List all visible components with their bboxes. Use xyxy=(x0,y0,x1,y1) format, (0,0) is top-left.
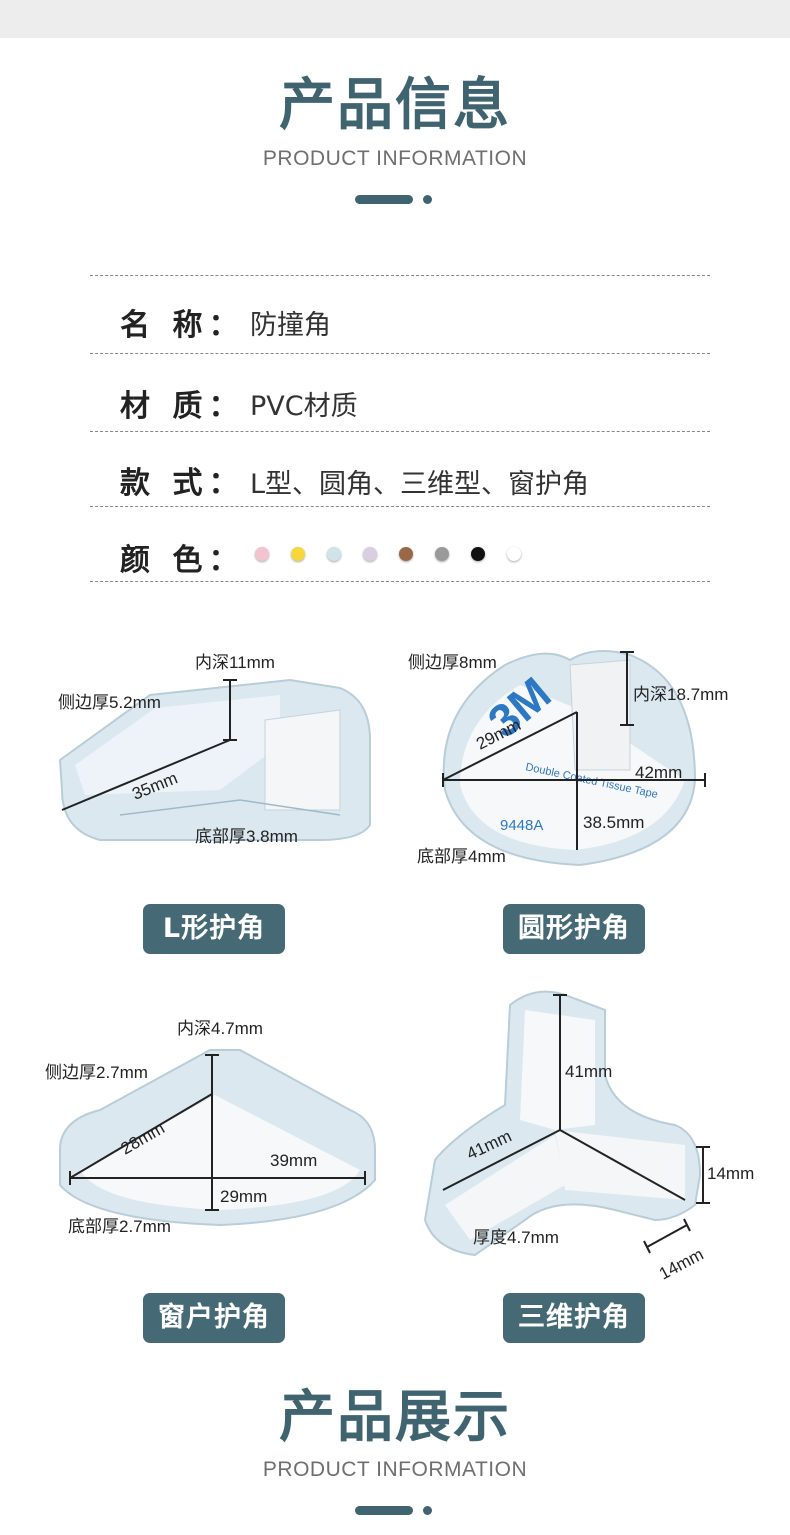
tag-l-shape: L形护角 xyxy=(143,904,285,954)
style-label: 款 式： xyxy=(120,466,245,501)
top-bar xyxy=(0,0,790,38)
window-dim-bottom-thickness: 底部厚2.7mm xyxy=(68,1217,171,1235)
round-diagram: 3M 9448A Double Coated Tissue Tape 侧边厚8m… xyxy=(408,650,728,867)
round-dim-width: 42mm xyxy=(635,763,682,782)
threed-dim-side-h: 14mm xyxy=(707,1164,754,1183)
threed-diagram: 41mm 41mm 14mm 14mm 厚度4.7mm xyxy=(423,990,754,1284)
color-swatch xyxy=(291,547,305,561)
round-dim-bottom-thickness: 底部厚4mm xyxy=(417,847,506,866)
info-row-name: 名 称： 防撞角 xyxy=(90,275,710,353)
window-dim-side-thickness: 侧边厚2.7mm xyxy=(45,1063,148,1082)
section-title-display: 产品展示 xyxy=(279,1385,511,1450)
tag-window: 窗户护角 xyxy=(143,1293,285,1343)
round-dim-side-thickness: 侧边厚8mm xyxy=(408,653,497,672)
section-divider xyxy=(355,195,435,205)
color-swatch xyxy=(507,547,521,561)
l-dim-bottom-thickness: 底部厚3.8mm xyxy=(195,827,298,846)
section-subtitle-info: PRODUCT INFORMATION xyxy=(262,147,528,170)
section-title-info: 产品信息 xyxy=(279,73,511,138)
color-swatch xyxy=(399,547,413,561)
material-value: PVC材质 xyxy=(250,391,358,422)
name-label: 名 称： xyxy=(120,308,245,343)
window-diagram: 内深4.7mm 侧边厚2.7mm 28mm 39mm 29mm 底部厚2.7mm xyxy=(45,1019,376,1235)
color-swatch xyxy=(327,547,341,561)
section-divider-2 xyxy=(355,1506,435,1516)
threed-dim-side-w: 14mm xyxy=(656,1245,707,1284)
round-tape-code: 9448A xyxy=(500,817,543,834)
window-dim-height: 29mm xyxy=(220,1187,267,1206)
info-row-color: 颜 色： xyxy=(90,506,710,582)
color-swatch xyxy=(471,547,485,561)
color-swatch xyxy=(255,547,269,561)
style-value: L型、圆角、三维型、窗护角 xyxy=(250,469,590,500)
info-row-style: 款 式： L型、圆角、三维型、窗护角 xyxy=(90,431,710,506)
section-subtitle-display: PRODUCT INFORMATION xyxy=(262,1458,528,1481)
threed-dim-thickness: 厚度4.7mm xyxy=(473,1228,559,1247)
info-row-material: 材 质： PVC材质 xyxy=(90,353,710,431)
window-dim-inner-depth: 内深4.7mm xyxy=(177,1019,263,1038)
tag-threed: 三维护角 xyxy=(503,1293,645,1343)
color-swatch xyxy=(363,547,377,561)
color-label: 颜 色： xyxy=(120,543,245,578)
l-shape-diagram: 内深11mm 侧边厚5.2mm 35mm 底部厚3.8mm xyxy=(58,653,371,846)
round-dim-height: 38.5mm xyxy=(583,813,644,832)
round-dim-inner-depth: 内深18.7mm xyxy=(633,685,728,704)
name-value: 防撞角 xyxy=(250,310,331,341)
material-label: 材 质： xyxy=(120,389,245,424)
window-dim-width: 39mm xyxy=(270,1151,317,1170)
l-dim-inner-depth: 内深11mm xyxy=(195,653,275,672)
l-dim-side-thickness: 侧边厚5.2mm xyxy=(58,693,161,712)
color-swatch xyxy=(435,547,449,561)
tag-round: 圆形护角 xyxy=(503,904,645,954)
threed-dim-height: 41mm xyxy=(565,1062,612,1081)
